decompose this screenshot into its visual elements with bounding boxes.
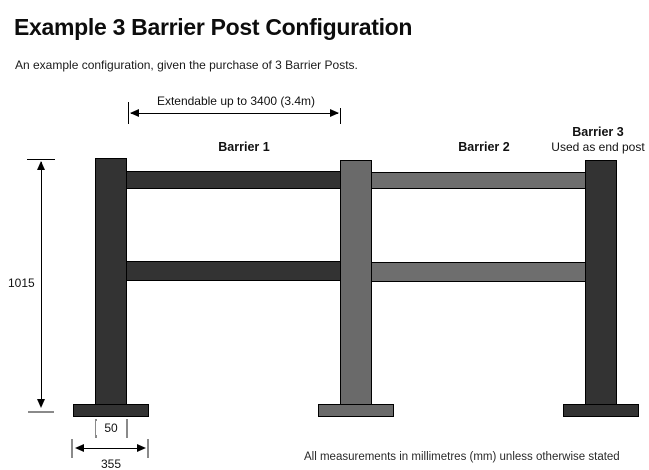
extendable-dim-label: Extendable up to 3400 (3.4m) [130, 94, 342, 108]
barrier3-note: Used as end post [551, 140, 645, 154]
basewidth-dim-tick-left [71, 439, 73, 458]
height-dim-line [41, 162, 42, 406]
basewidth-arrowhead-right-icon [137, 444, 146, 452]
base-plate-1 [73, 404, 149, 417]
barrier2-top-rail [371, 172, 587, 189]
height-dim-tick-bottom [28, 411, 54, 413]
post-2 [340, 160, 372, 406]
page-title: Example 3 Barrier Post Configuration [14, 14, 413, 40]
height-dim-label: 1015 [8, 276, 35, 290]
height-dim-tick-top [27, 159, 55, 160]
height-arrowhead-up-icon [37, 161, 45, 170]
barrier2-label: Barrier 2 [458, 140, 510, 154]
barrier1-label: Barrier 1 [218, 140, 270, 154]
extendable-arrowhead-right-icon [330, 109, 339, 117]
basewidth-dim-tick-right [147, 439, 149, 458]
base-plate-2 [318, 404, 394, 417]
page-subtitle: An example configuration, given the purc… [15, 58, 358, 72]
basewidth-dim-line [77, 448, 143, 449]
extendable-dim-line [131, 113, 338, 114]
basewidth-arrowhead-left-icon [75, 444, 84, 452]
height-arrowhead-down-icon [37, 399, 45, 408]
barrier3-label-block: Barrier 3 Used as end post [543, 125, 649, 154]
barrier1-top-rail [126, 171, 342, 189]
post-3-end-post [585, 160, 617, 406]
extendable-dim-tick-left [128, 102, 129, 124]
post-1 [95, 158, 127, 406]
basewidth-dim-label: 355 [81, 457, 141, 470]
measurement-units-note: All measurements in millimetres (mm) unl… [304, 451, 620, 463]
extendable-dim-tick-right [340, 102, 341, 124]
postwidth-dim-tick-right [126, 419, 128, 438]
base-plate-3 [563, 404, 639, 417]
postwidth-dim-label: 50 [96, 421, 126, 435]
extendable-arrowhead-left-icon [130, 109, 139, 117]
barrier3-label: Barrier 3 [572, 125, 624, 139]
barrier1-bottom-rail [126, 261, 342, 281]
barrier2-bottom-rail [371, 262, 587, 282]
